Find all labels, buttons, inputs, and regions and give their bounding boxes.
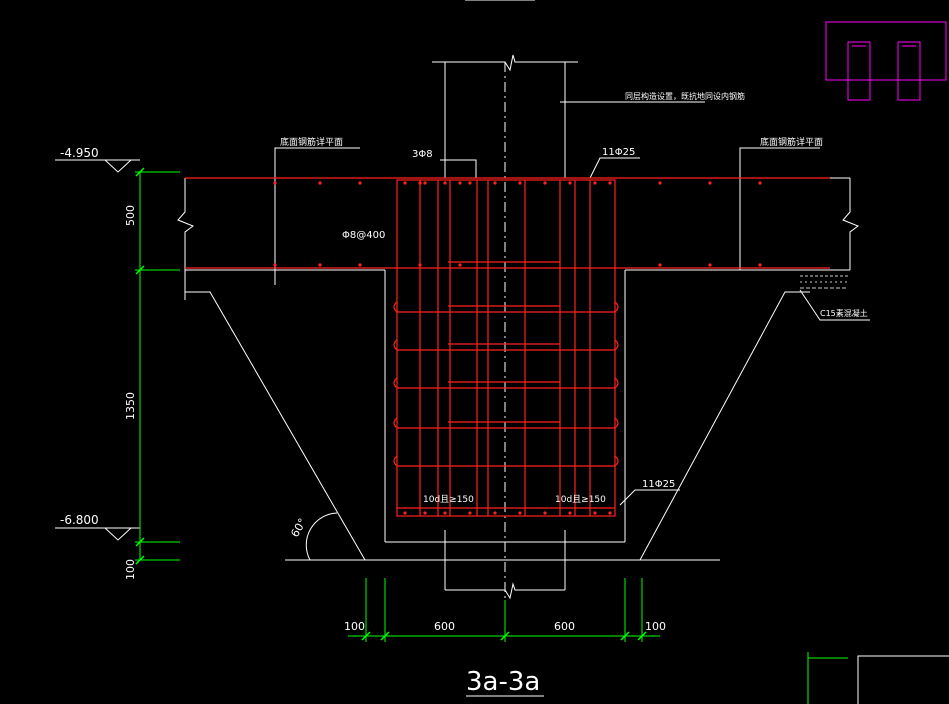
rebar-dots	[273, 181, 762, 515]
rebar-dot	[458, 181, 462, 185]
label-angle: 60°	[288, 516, 309, 539]
cushion-hatch	[800, 275, 848, 289]
rebar-dot	[273, 181, 277, 185]
label-top-bars: 11Φ25	[602, 147, 635, 158]
rebar-dot	[403, 511, 407, 515]
rebar-dot	[468, 511, 472, 515]
dim-left-half: 600	[434, 620, 455, 633]
rebar-dot	[568, 181, 572, 185]
rebar-dot	[608, 511, 612, 515]
label-stirrup: 3Φ8	[412, 149, 433, 160]
rebar-dot	[758, 181, 762, 185]
rebar-dot	[568, 511, 572, 515]
dim-right-half: 600	[554, 620, 575, 633]
rebar-dot	[708, 263, 712, 267]
dimension-lines	[135, 171, 848, 704]
rebar-dot	[423, 511, 427, 515]
concrete-outline	[55, 0, 870, 600]
rebar-dot	[318, 263, 322, 267]
label-left-slab: 底面钢筋详平面	[280, 136, 343, 148]
dim-right-edge: 100	[645, 620, 666, 633]
label-anchor-left: 10d且≥150	[423, 494, 474, 505]
label-cushion: C15素混凝土	[820, 308, 868, 318]
rebar-dot	[608, 181, 612, 185]
rebar-dot	[518, 181, 522, 185]
label-bottom-bars: 11Φ25	[642, 479, 675, 490]
label-tie: Φ8@400	[342, 230, 385, 241]
rebar-dot	[593, 181, 597, 185]
level-top: -4.950	[60, 146, 99, 160]
rebar-dot	[518, 511, 522, 515]
label-anchor-right: 10d且≥150	[555, 494, 606, 505]
dim-slab: 500	[124, 205, 137, 226]
level-bottom: -6.800	[60, 513, 99, 527]
rebar-dot	[493, 181, 497, 185]
rebar-cage	[185, 177, 830, 517]
section-title: 3a-3a	[466, 667, 540, 697]
rebar-dot	[458, 263, 462, 267]
rebar-dot	[273, 263, 277, 267]
rebar-dot	[593, 511, 597, 515]
rebar-dot	[358, 181, 362, 185]
rebar-dot	[658, 181, 662, 185]
rebar-dot	[403, 181, 407, 185]
rebar-dot	[443, 181, 447, 185]
rebar-dot	[358, 263, 362, 267]
dim-left-edge: 100	[344, 620, 365, 633]
rebar-dot	[418, 181, 422, 185]
dim-cushion: 100	[124, 559, 137, 580]
rebar-dot	[543, 181, 547, 185]
rebar-dot	[418, 263, 422, 267]
note-top: 同层构造设置，既抗地同设内钢筋	[625, 91, 745, 101]
rebar-dot	[708, 181, 712, 185]
rebar-dot	[423, 181, 427, 185]
rebar-dot	[443, 511, 447, 515]
rebar-dot	[493, 511, 497, 515]
rebar-dot	[543, 511, 547, 515]
rebar-dot	[758, 263, 762, 267]
rebar-dot	[468, 181, 472, 185]
dim-pit: 1350	[124, 392, 137, 420]
viewport-thumbnail	[825, 21, 947, 101]
title-block-corner	[857, 655, 949, 704]
label-right-slab: 底面钢筋详平面	[760, 136, 823, 148]
dimension-ticks	[135, 167, 647, 641]
rebar-dot	[318, 181, 322, 185]
rebar-dot	[658, 263, 662, 267]
